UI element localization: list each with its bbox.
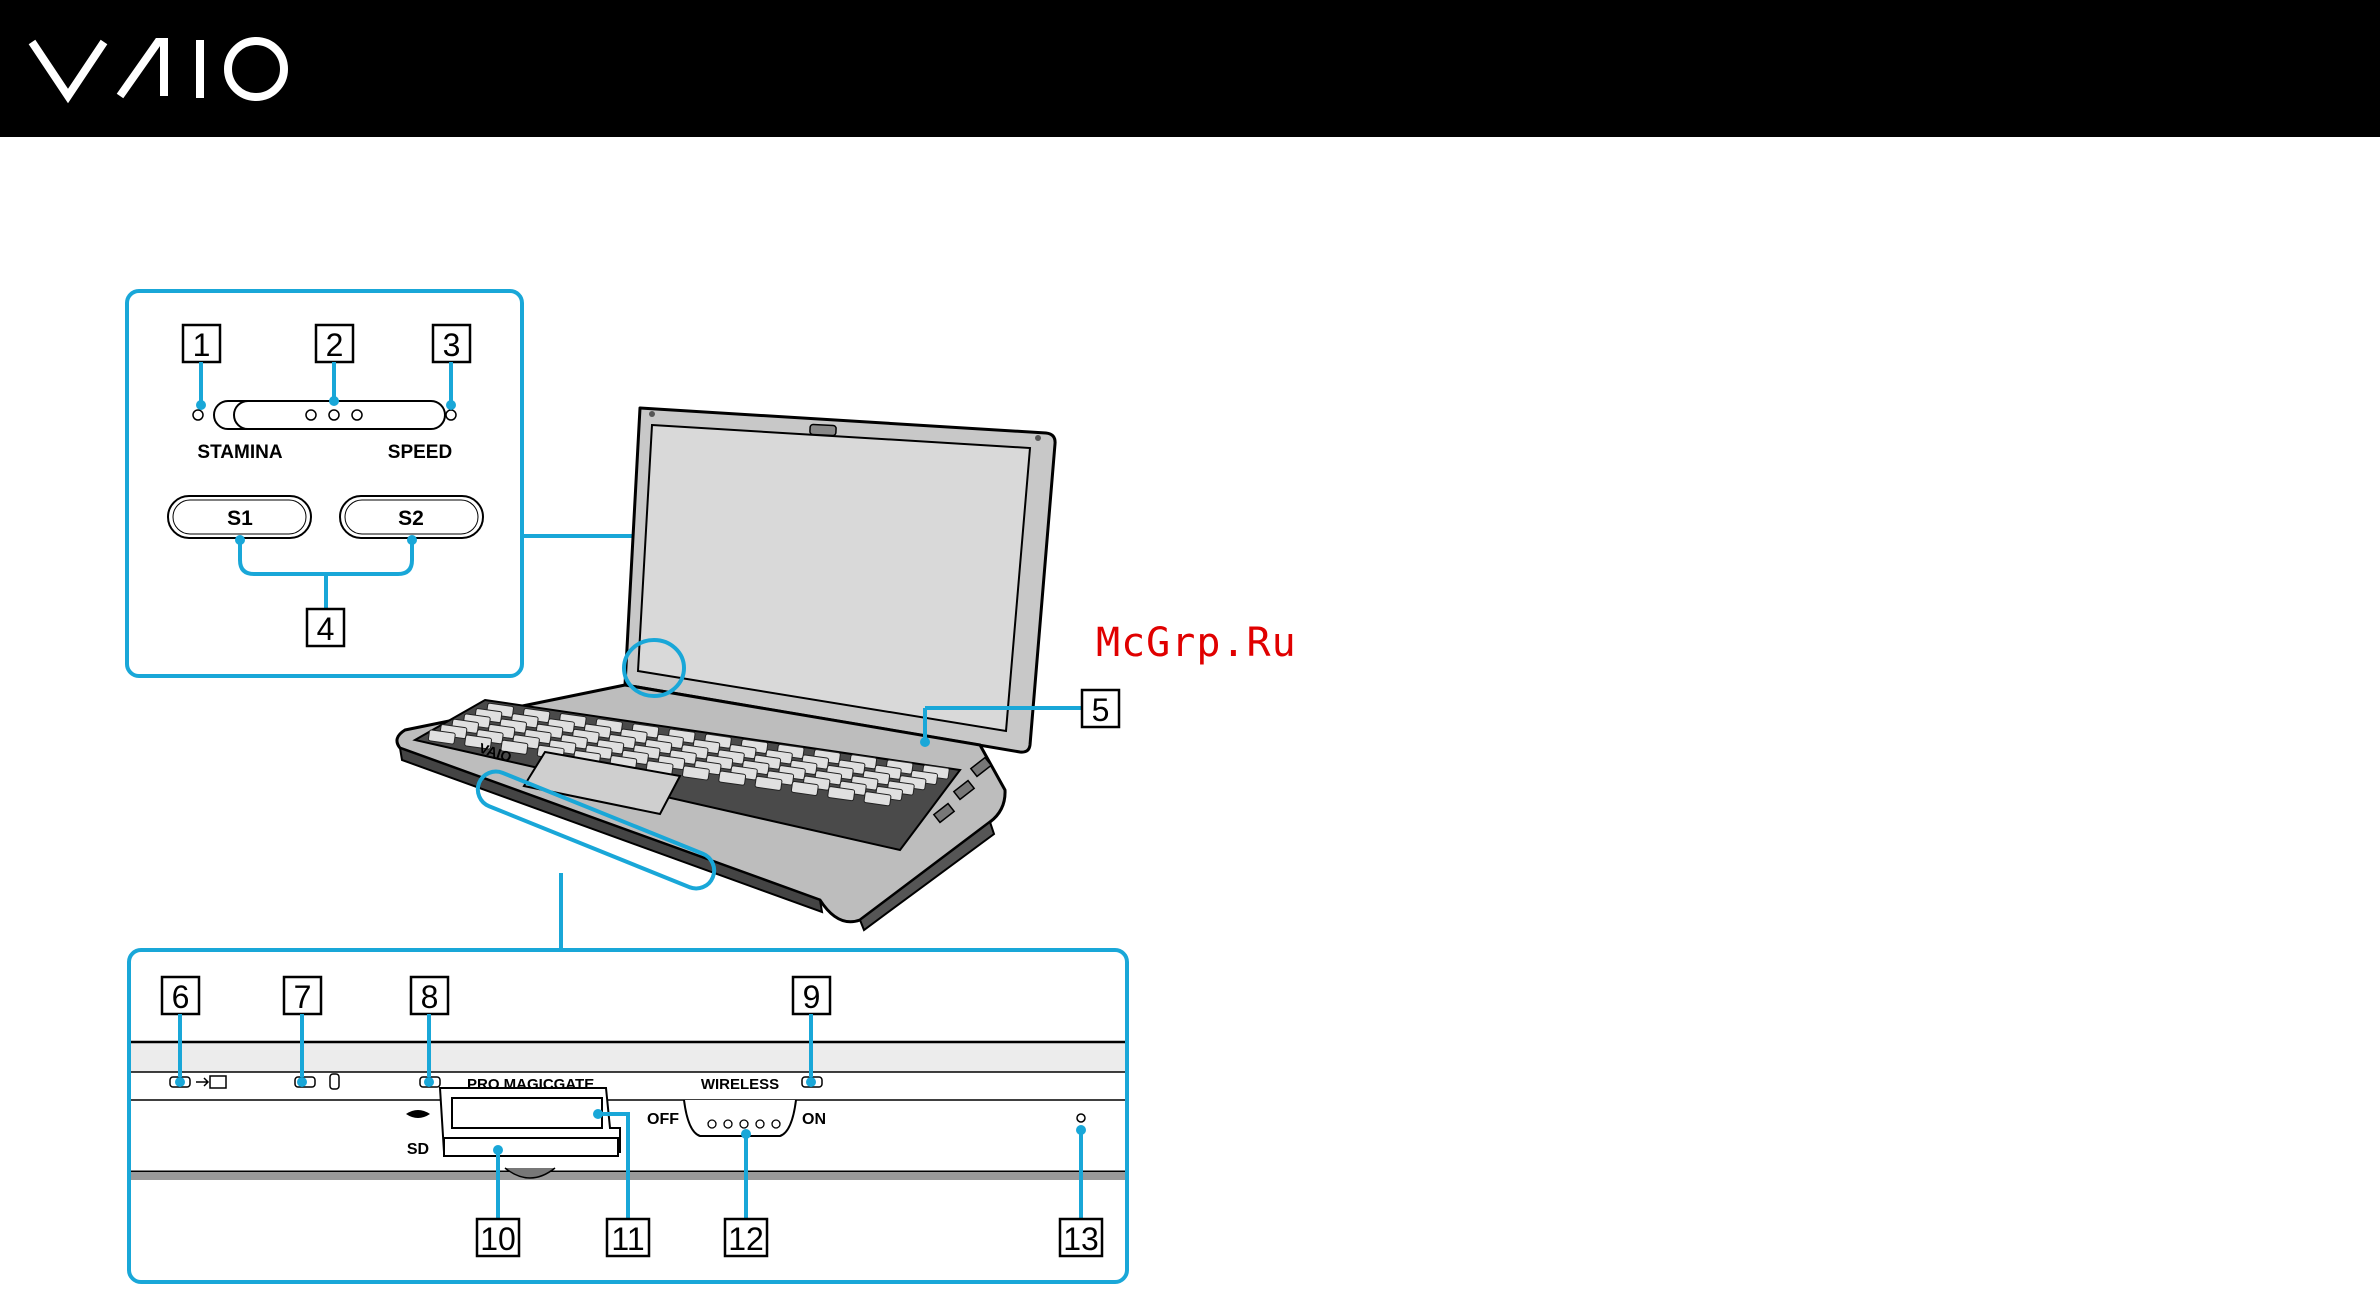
svg-text:9: 9 — [803, 979, 821, 1015]
speed-indicator — [446, 410, 456, 420]
svg-text:4: 4 — [317, 611, 335, 647]
svg-text:6: 6 — [172, 979, 190, 1015]
callout-2: 2 — [316, 325, 353, 363]
callout-4: 4 — [307, 609, 344, 647]
stamina-indicator — [193, 410, 203, 420]
off-label: OFF — [647, 1111, 679, 1128]
svg-text:S2: S2 — [398, 507, 424, 530]
callout-11: 11 — [607, 1219, 649, 1257]
microphone-hole — [1077, 1114, 1085, 1122]
callout-10: 10 — [477, 1219, 519, 1257]
callout-9: 9 — [793, 977, 830, 1015]
svg-text:1: 1 — [193, 327, 211, 363]
callout-1: 1 — [183, 325, 220, 363]
on-label: ON — [802, 1111, 826, 1128]
svg-text:2: 2 — [326, 327, 344, 363]
s2-button: S2 — [340, 496, 483, 538]
callout-5: 5 — [1082, 690, 1119, 728]
svg-text:11: 11 — [611, 1221, 644, 1257]
svg-text:13: 13 — [1063, 1221, 1099, 1257]
s1-button: S1 — [168, 496, 311, 538]
svg-text:S1: S1 — [227, 507, 253, 530]
callout-12: 12 — [725, 1219, 767, 1257]
svg-text:8: 8 — [421, 979, 439, 1015]
svg-text:10: 10 — [480, 1221, 516, 1257]
stamina-label: STAMINA — [197, 442, 282, 463]
callout-8: 8 — [411, 977, 448, 1015]
callout-6: 6 — [162, 977, 199, 1015]
callout-13: 13 — [1060, 1219, 1102, 1257]
callout-3: 3 — [433, 325, 470, 363]
svg-text:7: 7 — [294, 979, 312, 1015]
svg-text:12: 12 — [728, 1221, 764, 1257]
callout-7: 7 — [284, 977, 321, 1015]
wireless-switch — [684, 1100, 796, 1136]
svg-text:5: 5 — [1092, 692, 1110, 728]
wireless-label: WIRELESS — [701, 1076, 779, 1093]
sd-label: SD — [407, 1141, 429, 1158]
performance-switch — [193, 401, 456, 429]
speed-label: SPEED — [388, 442, 452, 463]
svg-text:3: 3 — [443, 327, 461, 363]
